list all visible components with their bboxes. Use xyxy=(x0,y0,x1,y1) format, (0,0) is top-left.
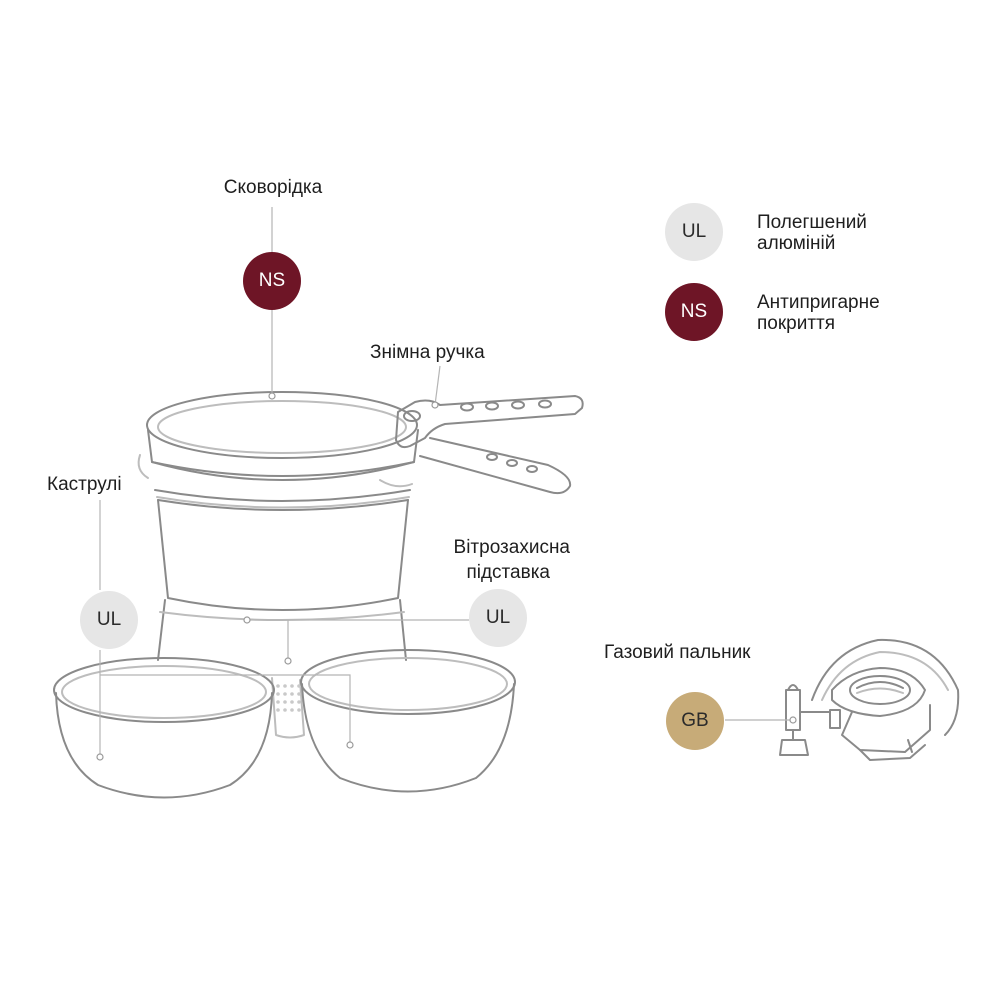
handle-label: Знімна ручка xyxy=(370,342,485,363)
pot-right xyxy=(300,649,516,793)
legend-ns-line1: Антипригарне xyxy=(757,292,880,313)
legend-ul-line2: алюміній xyxy=(757,233,836,254)
leader-dot-burner xyxy=(789,716,797,724)
leader-handle xyxy=(434,365,441,406)
legend-ul-badge: UL xyxy=(665,203,723,261)
legend-ns-line2: покриття xyxy=(757,313,836,334)
legend-ul-line1: Полегшений xyxy=(757,212,867,233)
pot-body xyxy=(157,499,409,611)
leader-dot-pot-left xyxy=(96,753,104,761)
leader-dot-windshield-left xyxy=(243,616,251,624)
frying-pan-label: Сковорідка xyxy=(223,177,323,198)
leader-dot-pot-right xyxy=(346,741,354,749)
pot-left xyxy=(53,657,275,799)
detachable-handle xyxy=(395,395,584,495)
leader-dot-pan xyxy=(268,392,276,400)
gas-burner-label: Газовий пальник xyxy=(604,642,751,663)
gas-burner xyxy=(779,638,960,761)
frying-pan xyxy=(146,391,418,459)
pots-label: Каструлі xyxy=(47,474,122,495)
gas-burner-gb-badge: GB xyxy=(666,692,724,750)
leader-dot-handle xyxy=(431,401,439,409)
legend-ns-badge: NS xyxy=(665,283,723,341)
pots-ul-badge: UL xyxy=(80,591,138,649)
frying-pan-ns-badge: NS xyxy=(243,252,301,310)
leader-dot-windshield-base xyxy=(284,657,292,665)
windshield-ul-badge: UL xyxy=(469,589,527,647)
windshield-label-line2: підставка xyxy=(466,562,550,583)
leader-pots-right xyxy=(100,674,351,745)
windshield-label-line1: Вітрозахисна xyxy=(453,537,570,558)
